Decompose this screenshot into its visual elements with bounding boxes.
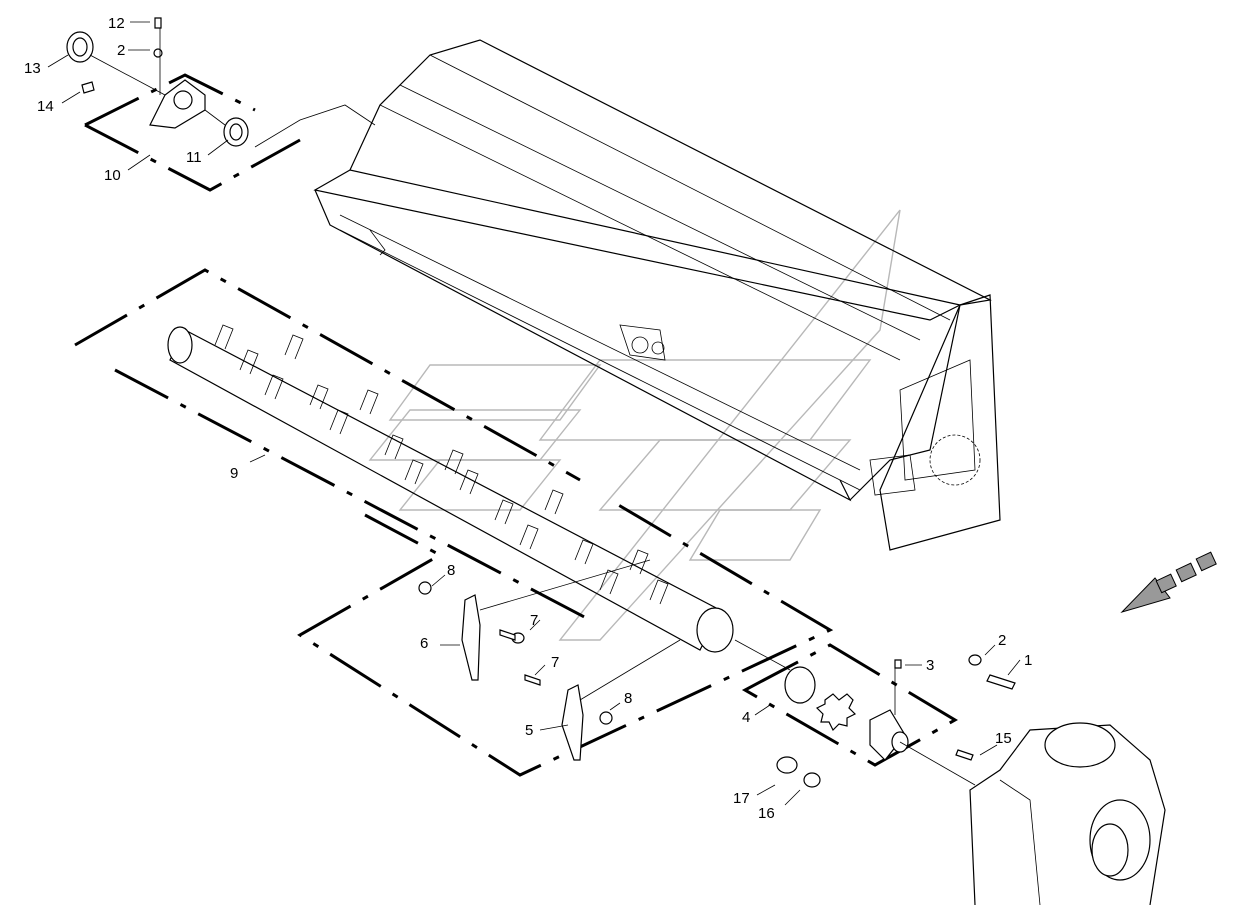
label-8-upper: 8: [447, 562, 455, 579]
leader-lines: [47, 21, 1021, 806]
label-3: 3: [926, 657, 934, 674]
label-17: 17: [733, 790, 750, 807]
rotor-housing: [313, 39, 1001, 551]
rotor-shaft: [167, 324, 734, 653]
label-12: 12: [108, 15, 125, 32]
coupling-parts: [734, 639, 1016, 788]
label-10: 10: [104, 167, 121, 184]
forward-arrow-icon: [1120, 551, 1217, 614]
label-14: 14: [37, 98, 54, 115]
group-frame-4: [741, 643, 958, 767]
label-7-upper: 7: [530, 612, 538, 629]
label-16: 16: [758, 805, 775, 822]
label-2-upper: 2: [117, 42, 125, 59]
group-frame-blades: [297, 498, 834, 777]
blade-parts: [418, 559, 681, 761]
label-7-lower: 7: [551, 654, 559, 671]
part-labels: 1 2 2 3 4 5 6 7 7 8 8 9 10 11 12 13 14 1…: [24, 15, 1032, 822]
label-13: 13: [24, 60, 41, 77]
label-11: 11: [186, 149, 202, 166]
bearing-housing: [66, 17, 376, 148]
label-15: 15: [995, 730, 1012, 747]
label-4: 4: [742, 709, 750, 726]
label-6: 6: [420, 635, 428, 652]
watermark-logo: [368, 209, 901, 641]
label-2-lower: 2: [998, 632, 1006, 649]
label-5: 5: [525, 722, 533, 739]
group-frame-10: [84, 73, 301, 192]
label-9: 9: [230, 465, 238, 482]
label-8-lower: 8: [624, 690, 632, 707]
group-frame-9: [74, 268, 591, 622]
label-1: 1: [1024, 652, 1032, 669]
gearbox: [969, 722, 1166, 905]
